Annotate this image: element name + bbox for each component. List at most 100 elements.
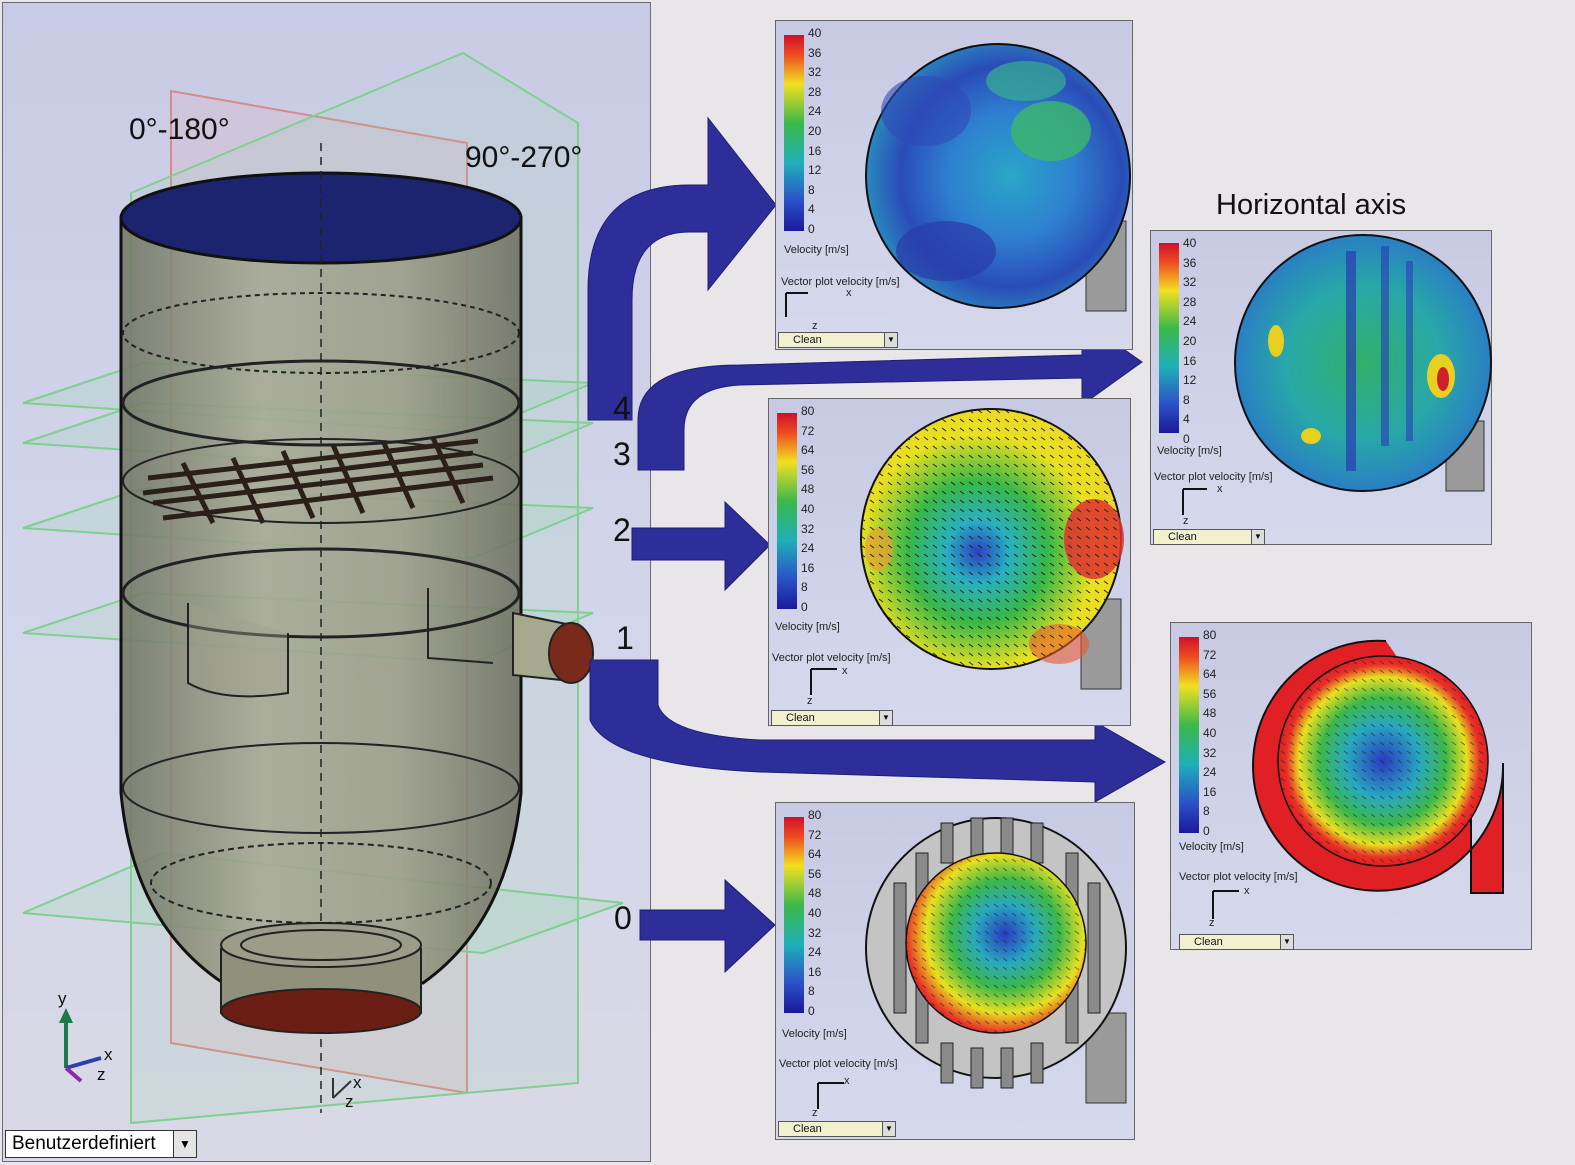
- stage-label-3: 3: [613, 436, 631, 472]
- colorbar-tick: 8: [1183, 392, 1190, 407]
- colorbar-tick: 32: [808, 65, 822, 80]
- axis2-z-label: z: [345, 1092, 354, 1111]
- chevron-down-icon[interactable]: ▼: [879, 711, 892, 725]
- colorbar-tick: 72: [1203, 647, 1217, 662]
- colorbar-tick: 32: [801, 521, 815, 536]
- contour-plot: [777, 408, 1124, 695]
- colorbar-tick: 64: [1203, 667, 1217, 682]
- display-mode-value: Clean: [786, 712, 815, 724]
- colorbar-tick: 64: [808, 847, 822, 862]
- stage-label-2: 2: [613, 512, 631, 548]
- colorbar-tick: 80: [808, 808, 822, 822]
- colorbar-tick: 16: [808, 143, 822, 158]
- vector-plot-label: Vector plot velocity [m/s]: [779, 1058, 898, 1070]
- colorbar-tick: 36: [808, 45, 822, 60]
- contour-plot: [784, 35, 1131, 317]
- display-mode-value: Clean: [1194, 936, 1223, 948]
- colorbar-tick: 24: [808, 945, 822, 960]
- colorbar-tick: 24: [808, 104, 822, 119]
- colorbar-tick: 28: [1183, 294, 1197, 309]
- colorbar-tick: 40: [1183, 236, 1197, 250]
- vector-axis-x: x: [1244, 885, 1250, 897]
- colorbar-tick: 24: [801, 541, 815, 556]
- display-mode-dropdown[interactable]: Clean ▼: [1153, 529, 1265, 545]
- vector-plot-label: Vector plot velocity [m/s]: [1154, 471, 1273, 483]
- colorbar-tick: 0: [808, 1004, 815, 1018]
- colorbar-tick: 24: [1203, 765, 1217, 780]
- colorbar-tick: 16: [1203, 784, 1217, 799]
- contour-plot: [1179, 637, 1505, 919]
- colorbar-tick: 40: [1203, 726, 1217, 740]
- vector-axis-z: z: [807, 695, 813, 707]
- colorbar-tick: 20: [808, 124, 822, 138]
- stage-label-4: 4: [613, 390, 631, 426]
- stage-label-1: 1: [616, 620, 634, 656]
- colorbar-tick: 48: [808, 886, 822, 901]
- colorbar-tick: 64: [801, 443, 815, 458]
- vector-plot-label: Vector plot velocity [m/s]: [781, 276, 900, 288]
- colorbar-tick: 40: [808, 26, 822, 40]
- velocity-label: Velocity [m/s]: [782, 1028, 847, 1040]
- vector-axis-x: x: [846, 287, 852, 299]
- plane-label-90-270: 90°-270°: [465, 141, 583, 174]
- display-mode-dropdown[interactable]: Clean ▼: [771, 710, 893, 726]
- colorbar-tick: 8: [1203, 804, 1210, 819]
- colorbar-tick: 8: [801, 580, 808, 595]
- colorbar-tick: 4: [1183, 412, 1190, 427]
- axis-z-label: z: [97, 1065, 106, 1084]
- vector-plot-label: Vector plot velocity [m/s]: [1179, 871, 1298, 883]
- plane-label-0-180: 0°-180°: [129, 113, 230, 146]
- chevron-down-icon[interactable]: ▼: [173, 1131, 196, 1157]
- arrow-level-2: [631, 500, 771, 592]
- chevron-down-icon[interactable]: ▼: [884, 333, 897, 347]
- horizontal-axis-title: Horizontal axis: [1216, 189, 1407, 221]
- stage-label-0: 0: [614, 900, 632, 936]
- axis-y-label: y: [58, 989, 67, 1008]
- display-mode-dropdown[interactable]: Clean ▼: [778, 1121, 896, 1137]
- vector-plot-label: Vector plot velocity [m/s]: [772, 652, 891, 664]
- colorbar-tick: 0: [801, 600, 808, 614]
- velocity-label: Velocity [m/s]: [1157, 445, 1222, 457]
- colorbar-tick: 32: [1183, 275, 1197, 290]
- arrow-level-4: [587, 116, 777, 421]
- cad-3d-viewport[interactable]: 0°-180° 90°-270° y x z x z: [2, 2, 651, 1162]
- arrow-level-0: [639, 878, 776, 974]
- colorbar-tick: 72: [801, 423, 815, 438]
- colorbar-tick: 12: [1183, 373, 1197, 388]
- colorbar-tick: 0: [808, 222, 815, 236]
- separator-vessel-drawing: [22, 51, 624, 1125]
- display-mode-dropdown[interactable]: Clean▼: [778, 332, 898, 348]
- chevron-down-icon[interactable]: ▼: [1280, 935, 1293, 949]
- display-mode-dropdown[interactable]: Clean ▼: [1179, 934, 1294, 950]
- colorbar-tick: 36: [1183, 255, 1197, 270]
- colorbar-tick: 32: [808, 925, 822, 940]
- vector-axis-z: z: [1209, 917, 1215, 929]
- colorbar-tick: 56: [808, 866, 822, 881]
- colorbar-tick: 40: [808, 906, 822, 920]
- colorbar-tick: 48: [801, 482, 815, 497]
- velocity-label: Velocity [m/s]: [784, 244, 849, 256]
- display-mode-value: Clean: [793, 1123, 822, 1135]
- display-mode-value: Clean: [1168, 531, 1197, 543]
- colorbar-tick: 8: [808, 182, 815, 197]
- colorbar-tick: 40: [801, 502, 815, 516]
- chevron-down-icon[interactable]: ▼: [1251, 530, 1264, 544]
- chevron-down-icon[interactable]: ▼: [882, 1122, 895, 1136]
- colorbar-tick: 16: [801, 560, 815, 575]
- colorbar-tick: 56: [1203, 686, 1217, 701]
- colorbar-tick: 48: [1203, 706, 1217, 721]
- view-preset-dropdown[interactable]: Benutzerdefiniert ▼: [5, 1130, 197, 1158]
- contour-plot: [1159, 234, 1492, 515]
- colorbar-tick: 0: [1203, 824, 1210, 838]
- view-preset-value: Benutzerdefiniert: [12, 1133, 156, 1154]
- vector-axis-z: z: [812, 320, 818, 332]
- colorbar-tick: 20: [1183, 334, 1197, 348]
- colorbar-tick: 8: [808, 984, 815, 999]
- vector-axis-z: z: [1183, 515, 1189, 527]
- vector-axis-z: z: [812, 1107, 818, 1119]
